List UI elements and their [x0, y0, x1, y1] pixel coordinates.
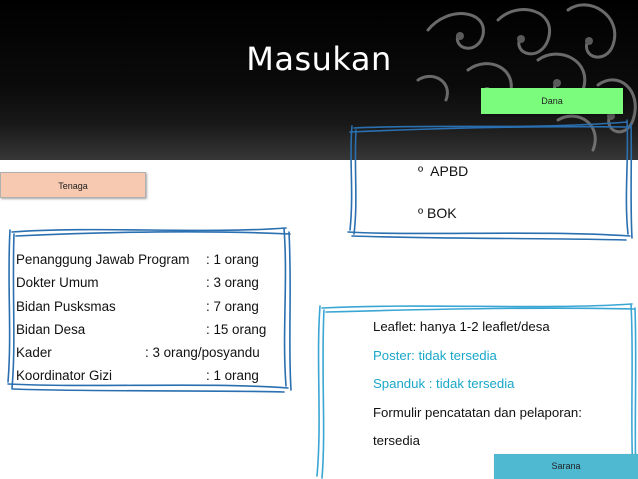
- slide-header: Masukan: [0, 0, 638, 160]
- list-item: Spanduk : tidak tersedia: [373, 376, 515, 391]
- dana-tag: Dana: [481, 88, 623, 114]
- list-item: Formulir pencatatan dan pelaporan:: [373, 404, 582, 420]
- bullet: º: [418, 163, 424, 179]
- row-value: : 1 orang: [206, 252, 259, 267]
- row-label: Koordinator Gizi: [16, 368, 113, 384]
- tenaga-tag: Tenaga: [0, 172, 146, 198]
- list-item: tersedia: [373, 433, 420, 448]
- dana-list: º APBD º BOK: [418, 160, 468, 244]
- tenaga-frame: [4, 222, 294, 394]
- dana-item-label: BOK: [427, 205, 457, 221]
- dana-item-label: APBD: [430, 163, 469, 179]
- list-item: º BOK: [418, 202, 468, 244]
- row-label: Dokter Umum: [16, 275, 99, 291]
- sarana-list: Leaflet: hanya 1-2 leaflet/desa Poster: …: [373, 313, 582, 456]
- list-item: Leaflet: hanya 1-2 leaflet/desa: [373, 319, 550, 334]
- row-label: Bidan Pusksmas: [16, 298, 116, 314]
- row-value: : 1 orang: [206, 368, 259, 384]
- row-value: : 3 orang/posyandu: [145, 345, 260, 361]
- list-item: º APBD: [418, 160, 468, 202]
- sarana-tag: Sarana: [494, 454, 638, 479]
- row-label: Bidan Desa: [16, 321, 86, 337]
- row-value: : 7 orang: [206, 298, 259, 314]
- list-item: Poster: tidak tersedia: [373, 347, 497, 363]
- bullet: º: [418, 205, 424, 221]
- dana-frame: [340, 112, 635, 242]
- row-value: : 3 orang: [206, 275, 259, 291]
- row-label: Kader: [16, 345, 52, 361]
- row-value: : 15 orang: [206, 321, 267, 337]
- page-title: Masukan: [246, 40, 392, 78]
- row-label: Penanggung Jawab Program: [16, 252, 190, 267]
- sarana-frame: [312, 300, 638, 479]
